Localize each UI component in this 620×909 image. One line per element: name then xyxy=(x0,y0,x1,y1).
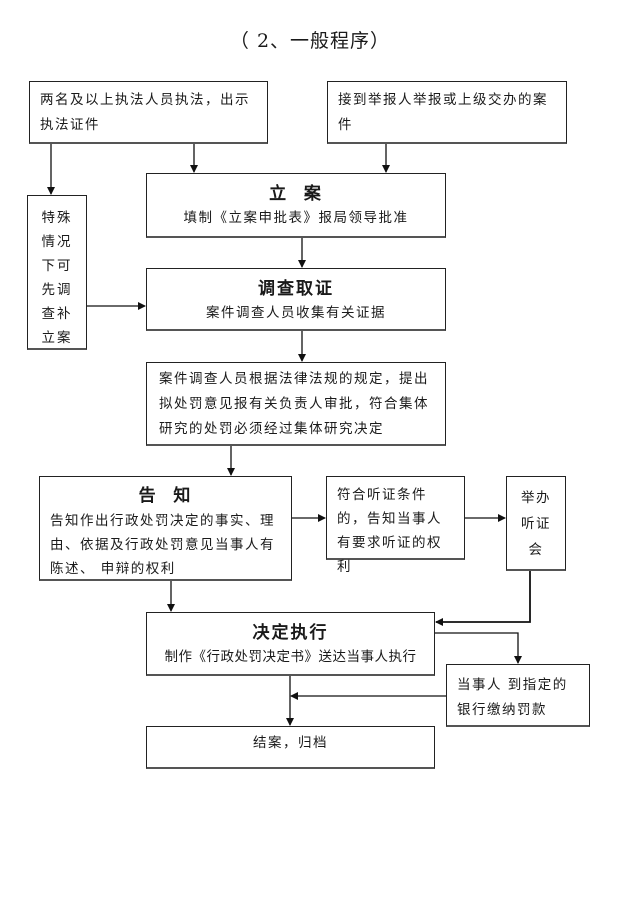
box-payment: 当事人 到指定的银行缴纳罚款 xyxy=(446,664,590,727)
box-close-text: 结案，归档 xyxy=(253,735,328,751)
box-investigation-subtitle: 案件调查人员收集有关证据 xyxy=(206,305,386,321)
box-hearing-right: 符合听证条件的，告知当事人有要求听证的权利 xyxy=(326,476,465,575)
box-hearing: 举办听证会 xyxy=(506,476,566,571)
box-investigation: 调查取证 案件调查人员收集有关证据 xyxy=(146,268,446,331)
box-decision: 决定执行 制作《行政处罚决定书》送达当事人执行 xyxy=(146,612,435,676)
box-notification-subtitle: 告知作出行政处罚决定的事实、理由、依据及行政处罚意见当事人有陈述、 申辩的权利 xyxy=(50,513,275,577)
arrow-hearing-to-decision xyxy=(435,571,531,626)
page-title: （ 2、一般程序） xyxy=(229,30,391,52)
box-hearing-text: 举办听证会 xyxy=(521,490,551,558)
box-two-officers: 两名及以上执法人员执法，出示执法证件 xyxy=(29,81,268,144)
box-decision-title: 决定执行 xyxy=(252,623,329,643)
box-hearing-right-text: 符合听证条件的，告知当事人有要求听证的权利 xyxy=(337,487,442,575)
box-special-case: 特殊情况下可先调查补立案 xyxy=(27,195,87,350)
box-proposal: 案件调查人员根据法律法规的规定，提出拟处罚意见报有关负责人审批，符合集体研究的处… xyxy=(146,362,446,446)
box-filing-subtitle: 填制《立案申批表》报局领导批准 xyxy=(183,210,409,226)
box-report-received-text: 接到举报人举报或上级交办的案件 xyxy=(338,92,548,133)
box-special-case-text: 特殊情况下可先调查补立案 xyxy=(41,210,73,346)
box-payment-text: 当事人 到指定的银行缴纳罚款 xyxy=(457,677,568,718)
box-report-received: 接到举报人举报或上级交办的案件 xyxy=(327,81,567,144)
arrow-decision-to-payment xyxy=(435,632,522,664)
box-proposal-text: 案件调查人员根据法律法规的规定，提出拟处罚意见报有关负责人审批，符合集体研究的处… xyxy=(159,371,429,437)
box-notification-title: 告 知 xyxy=(138,486,193,506)
box-notification: 告 知 告知作出行政处罚决定的事实、理由、依据及行政处罚意见当事人有陈述、 申辩… xyxy=(39,476,292,581)
box-filing: 立 案 填制《立案申批表》报局领导批准 xyxy=(146,173,446,238)
box-decision-subtitle: 制作《行政处罚决定书》送达当事人执行 xyxy=(164,649,417,665)
box-investigation-title: 调查取证 xyxy=(258,279,334,299)
box-filing-title: 立 案 xyxy=(269,184,323,204)
box-two-officers-text: 两名及以上执法人员执法，出示执法证件 xyxy=(40,92,250,133)
box-close: 结案，归档 xyxy=(146,726,435,769)
